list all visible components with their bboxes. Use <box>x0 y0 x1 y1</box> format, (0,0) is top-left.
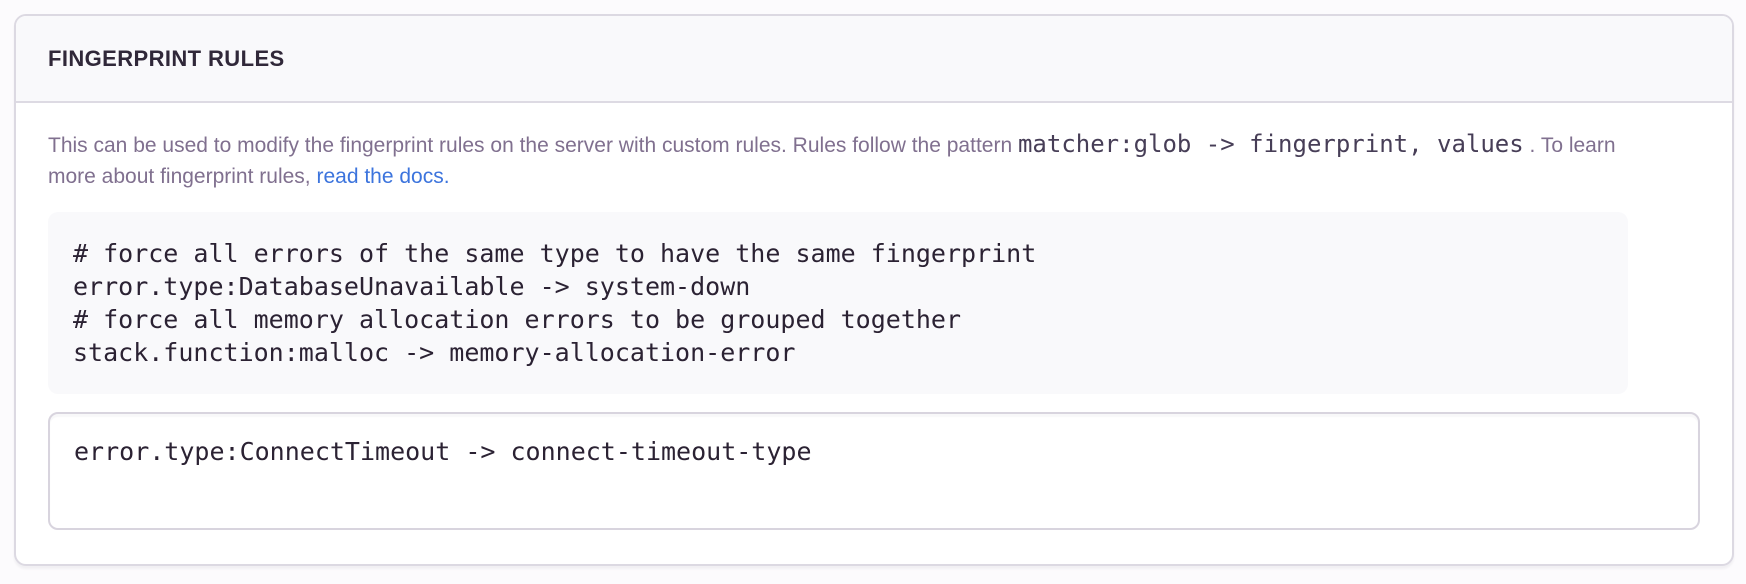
panel-header: FINGERPRINT RULES <box>16 16 1732 103</box>
help-text-segment-before: This can be used to modify the fingerpri… <box>48 134 1018 157</box>
help-text-segment-after: . To learn more about fingerprint rules, <box>48 134 1616 188</box>
panel-title: FINGERPRINT RULES <box>48 45 285 71</box>
read-the-docs-link[interactable]: read the docs. <box>316 165 450 188</box>
pattern-inline-code: matcher:glob -> fingerprint, values <box>1017 130 1524 158</box>
field-help-text: This can be used to modify the fingerpri… <box>48 129 1638 192</box>
fingerprint-rules-textarea[interactable]: error.type:ConnectTimeout -> connect-tim… <box>48 412 1700 530</box>
fingerprint-rules-panel: FINGERPRINT RULES This can be used to mo… <box>14 14 1734 566</box>
example-rules-code-block: # force all errors of the same type to h… <box>48 212 1628 394</box>
panel-body: This can be used to modify the fingerpri… <box>16 103 1732 560</box>
